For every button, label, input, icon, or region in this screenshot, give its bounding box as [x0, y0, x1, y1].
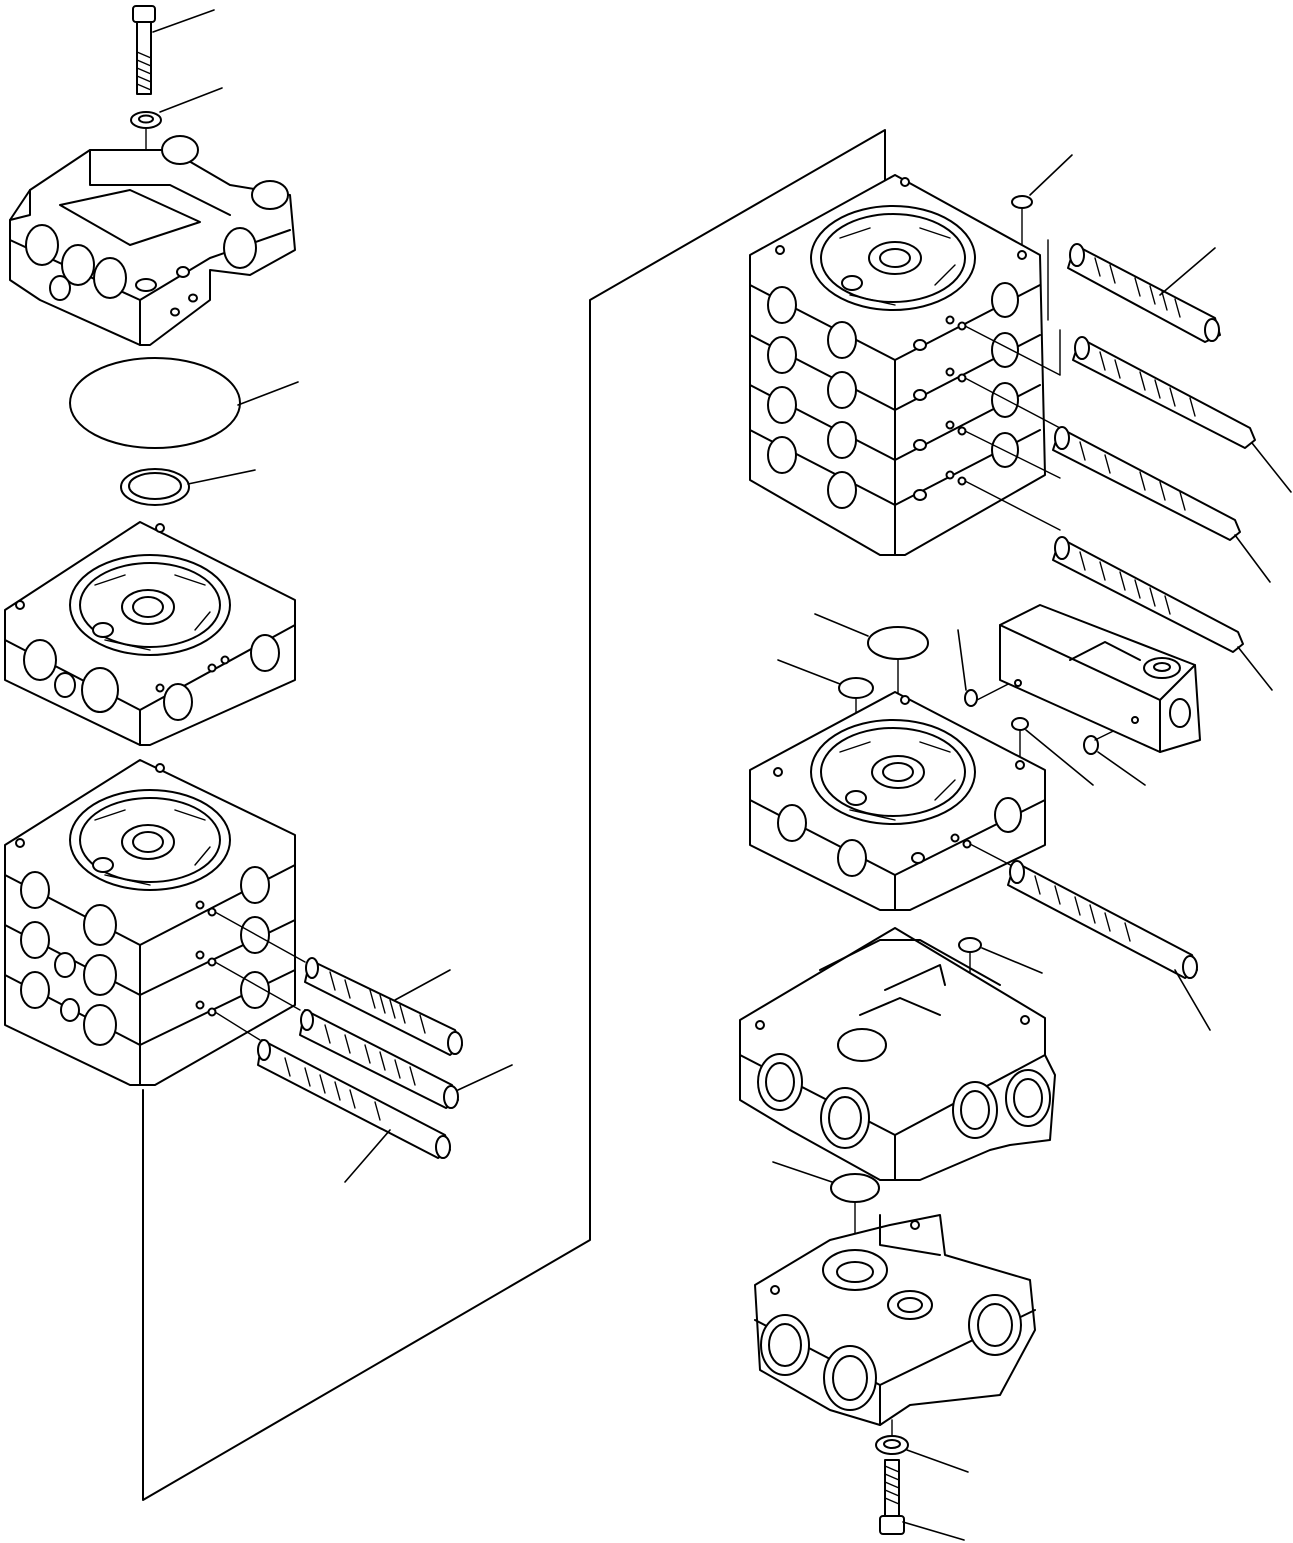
side-block: [999, 604, 1201, 753]
washer-bottom-right: [875, 1419, 969, 1473]
bolt-bottom-right: [879, 1459, 965, 1541]
end-cover-left: [9, 135, 296, 346]
valve-stack-right: [749, 174, 1061, 556]
valve-section-right-single: [749, 691, 1046, 911]
spool-left-1: [304, 957, 463, 1056]
spool-right-2: [1072, 336, 1292, 493]
spool-left-3: [257, 1039, 451, 1183]
spool-right-1: [1067, 243, 1221, 343]
bolt-top-left: [132, 5, 215, 95]
spool-right-5: [1007, 860, 1211, 1031]
spool-left-2: [299, 1009, 513, 1109]
assembly-connector: [142, 129, 886, 1501]
o-ring-bottom-right: [772, 1161, 880, 1256]
end-cover-right: [754, 1214, 1036, 1426]
spool-right-3: [1052, 426, 1271, 583]
o-ring-small-top-right: [1011, 154, 1073, 256]
inlet-body: [739, 927, 1056, 1181]
spool-right-4: [1052, 536, 1273, 691]
seal-ring: [120, 468, 256, 506]
valve-stack-left: [4, 759, 306, 1086]
valve-section-left-middle: [4, 521, 296, 746]
o-ring-side-2: [1011, 717, 1094, 786]
large-o-ring: [69, 357, 299, 449]
